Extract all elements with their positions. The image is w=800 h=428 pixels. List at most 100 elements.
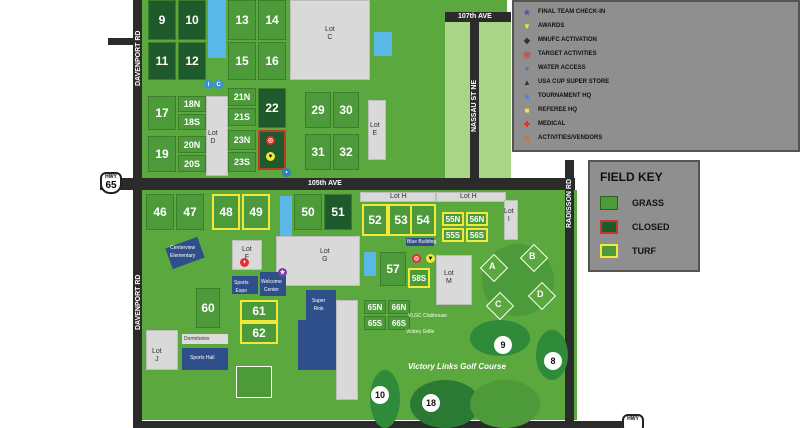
concessions-icon[interactable]: C xyxy=(214,80,223,89)
field-56n[interactable]: 56N xyxy=(466,212,488,226)
field-52[interactable]: 52 xyxy=(362,204,388,236)
field-9[interactable]: 9 xyxy=(148,0,176,40)
field-58s[interactable]: 58S xyxy=(408,268,430,288)
cross-icon: ✚ xyxy=(523,119,531,129)
field-16[interactable]: 16 xyxy=(258,42,286,80)
field-66n[interactable]: 66N xyxy=(388,300,410,314)
field-48[interactable]: 48 xyxy=(212,194,240,230)
field-62[interactable]: 62 xyxy=(240,322,278,344)
legend-item-activities: ★ACTIVITIES/VENDORS xyxy=(523,133,603,143)
field-23n[interactable]: 23N xyxy=(228,130,256,150)
golf-hole-8: 8 xyxy=(544,352,562,370)
field-21s[interactable]: 21S xyxy=(228,108,256,126)
field-31[interactable]: 31 xyxy=(305,134,331,170)
grass-swatch xyxy=(600,196,618,210)
field-10[interactable]: 10 xyxy=(178,0,206,40)
mnufc-activation-area xyxy=(236,366,272,398)
davenport-label-bottom: DAVENPORT RD xyxy=(135,274,142,330)
field-14[interactable]: 14 xyxy=(258,0,286,40)
field-30[interactable]: 30 xyxy=(333,92,359,128)
sports-expo-building xyxy=(232,276,258,294)
lot-h-west-label: Lot H xyxy=(390,193,407,200)
field-13[interactable]: 13 xyxy=(228,0,256,40)
field-46[interactable]: 46 xyxy=(146,194,174,230)
field-20s[interactable]: 20S xyxy=(178,155,206,172)
square-icon: ■ xyxy=(524,105,530,115)
nassau-label: NASSAU ST NE xyxy=(471,79,478,132)
road-105th-ave xyxy=(100,178,575,190)
legend-item-water: ●WATER ACCESS xyxy=(522,62,586,74)
davenport-label-top: DAVENPORT RD xyxy=(135,30,142,86)
medical-icon[interactable]: + xyxy=(240,258,249,267)
pond-1 xyxy=(208,0,226,58)
awards-icon[interactable]: ▼ xyxy=(266,152,275,161)
field-51[interactable]: 51 xyxy=(324,194,352,230)
lot-j-label: Lot J xyxy=(152,348,162,363)
field-key-closed: CLOSED xyxy=(600,220,670,234)
centerview-label: Centerview Elementary xyxy=(170,245,196,259)
field-19[interactable]: 19 xyxy=(148,136,176,172)
legend-item-tournament-hq: ★TOURNAMENT HQ xyxy=(523,91,592,101)
field-18s[interactable]: 18S xyxy=(178,114,206,130)
super-rink-building xyxy=(306,290,336,320)
field-17[interactable]: 17 xyxy=(148,96,176,130)
lot-d-label: Lot D xyxy=(208,130,218,145)
field-57[interactable]: 57 xyxy=(380,252,406,286)
lot-f-label: Lot F xyxy=(242,246,252,261)
info-icon[interactable]: i xyxy=(204,80,213,89)
star-icon: ★ xyxy=(523,133,531,143)
star-icon[interactable]: ★ xyxy=(278,268,287,277)
hwy-65-shield: HWY 65 xyxy=(100,172,122,194)
awards-icon-2[interactable]: ▼ xyxy=(426,254,435,263)
sports-expo-label: Sports Expo xyxy=(234,280,249,294)
legend-item-target: ◎TARGET ACTIVITIES xyxy=(523,49,597,59)
field-18n[interactable]: 18N xyxy=(178,96,206,112)
field-12[interactable]: 12 xyxy=(178,42,206,80)
field-49[interactable]: 49 xyxy=(242,194,270,230)
lot-m xyxy=(436,255,472,305)
field-55s[interactable]: 55S xyxy=(442,228,464,242)
field-21n[interactable]: 21N xyxy=(228,88,256,106)
field-15[interactable]: 15 xyxy=(228,42,256,80)
super-rink-label: Super Rink xyxy=(312,298,326,312)
target-icon[interactable]: ◎ xyxy=(266,136,275,145)
lot-i xyxy=(504,200,518,240)
store-icon: ▲ xyxy=(523,77,531,87)
field-key-panel: FIELD KEY GRASS CLOSED TURF xyxy=(588,160,700,272)
activation-icon: ◆ xyxy=(523,35,531,45)
field-22[interactable]: 22 xyxy=(258,88,286,128)
victory-grille-label: Victory Grille xyxy=(406,329,435,335)
field-50[interactable]: 50 xyxy=(294,194,322,230)
water-drop-icon[interactable]: • xyxy=(282,168,291,177)
field-65n[interactable]: 65N xyxy=(364,300,386,314)
field-key-turf: TURF xyxy=(600,244,656,258)
field-55n[interactable]: 55N xyxy=(442,212,464,226)
golf-hole-9: 9 xyxy=(494,336,512,354)
field-54[interactable]: 54 xyxy=(410,204,436,236)
water-drop-icon: ● xyxy=(524,63,530,73)
lot-i-label: Lot I xyxy=(504,208,514,223)
field-47[interactable]: 47 xyxy=(176,194,204,230)
field-20n[interactable]: 20N xyxy=(178,136,206,153)
golf-course-label: Victory Links Golf Course xyxy=(408,362,506,371)
field-29[interactable]: 29 xyxy=(305,92,331,128)
field-32[interactable]: 32 xyxy=(333,134,359,170)
field-61[interactable]: 61 xyxy=(240,300,278,322)
target-icon-2[interactable]: ◎ xyxy=(412,254,421,263)
field-66s[interactable]: 66S xyxy=(388,316,410,330)
star-icon: ★ xyxy=(523,91,531,101)
blue-building xyxy=(406,238,434,246)
lot-m-label: Lot M xyxy=(444,270,454,285)
field-65s[interactable]: 65S xyxy=(364,316,386,330)
field-23s[interactable]: 23S xyxy=(228,152,256,172)
field-60[interactable]: 60 xyxy=(196,288,220,328)
lot-h-east-label: Lot H xyxy=(460,193,477,200)
field-11[interactable]: 11 xyxy=(148,42,176,80)
hwy-shield-bottom: HWY xyxy=(622,414,644,428)
lot-j xyxy=(146,330,178,370)
road-nassau-st xyxy=(470,12,479,180)
pond-2 xyxy=(374,32,392,56)
lot-c-label: Lot C xyxy=(325,26,335,41)
field-56s[interactable]: 56S xyxy=(466,228,488,242)
